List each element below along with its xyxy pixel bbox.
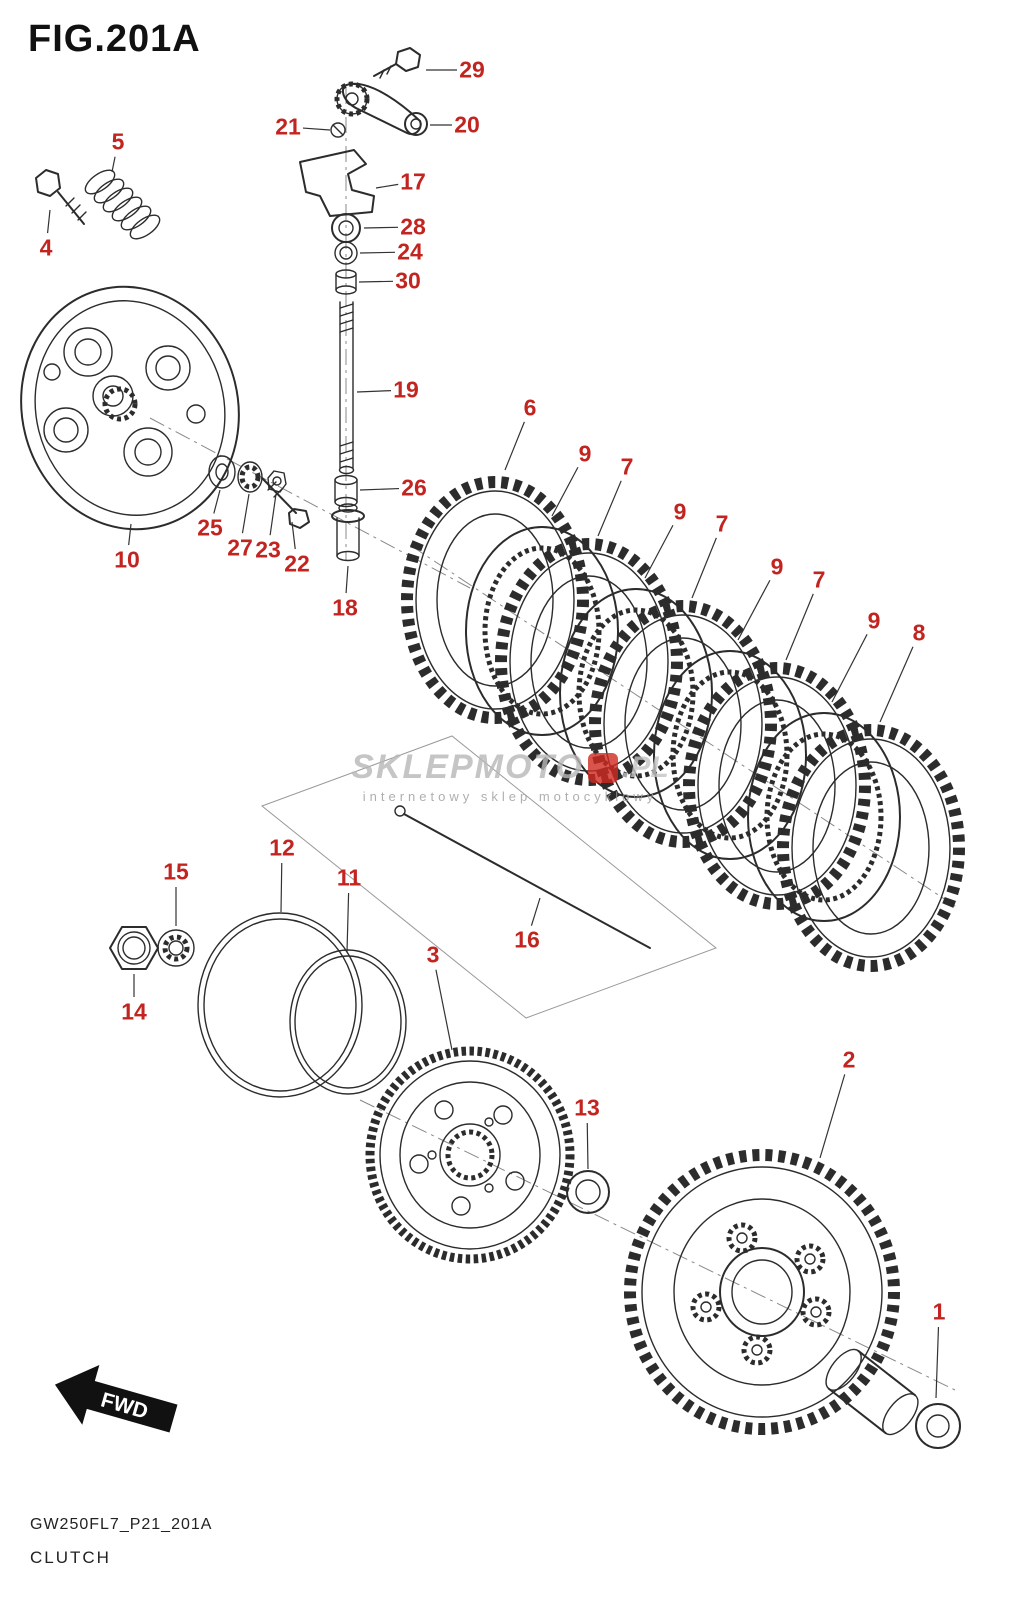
release-lever-20 — [330, 47, 428, 138]
washer-13 — [566, 1170, 610, 1214]
watermark-badge-icon — [588, 752, 619, 783]
bolt-4 — [35, 169, 87, 225]
watermark-tagline: internetowy sklep motocyklowy — [362, 789, 658, 804]
figure-name: CLUTCH — [30, 1548, 111, 1567]
watermark-suffix: .PL — [622, 750, 669, 784]
watermark-brand: SKLEPMOTO — [351, 748, 585, 786]
clutch-ring-11 — [289, 949, 407, 1095]
washer-24 — [334, 241, 358, 265]
bushing-26 — [334, 474, 358, 508]
lock-washer-27 — [237, 461, 263, 493]
push-piece-18 — [331, 503, 365, 562]
washer-1 — [915, 1403, 961, 1449]
clutch-ring-12 — [197, 912, 363, 1098]
watermark: SKLEPMOTO .PL internetowy sklep motocykl… — [300, 748, 720, 804]
friction-plate-7 — [683, 662, 871, 910]
spacer-1 — [825, 1348, 919, 1436]
driven-plate-9 — [747, 712, 901, 922]
push-rod-16 — [394, 805, 651, 949]
release-screw-19 — [338, 301, 355, 475]
spacer-30 — [335, 269, 357, 295]
cam-plate-17 — [299, 149, 375, 217]
friction-plate-6 — [401, 476, 589, 724]
lock-washer-15 — [157, 929, 195, 967]
clutch-spring-5 — [84, 169, 161, 240]
bolt-29 — [395, 47, 421, 72]
fwd-arrow: FWD — [54, 1365, 178, 1433]
clutch-housing-2 — [624, 1149, 900, 1435]
washer-25 — [208, 455, 236, 489]
pressure-plate-10 — [20, 285, 240, 531]
projection-guide-box — [260, 735, 718, 1019]
document-code: GW250FL7_P21_201A — [30, 1516, 213, 1533]
friction-plate-8 — [777, 724, 965, 972]
nut-14 — [109, 926, 159, 970]
friction-plate-7 — [589, 600, 777, 848]
bolt-21 — [330, 122, 346, 138]
figure-title: FIG.201A — [28, 18, 201, 60]
sleeve-hub-3 — [365, 1046, 575, 1264]
